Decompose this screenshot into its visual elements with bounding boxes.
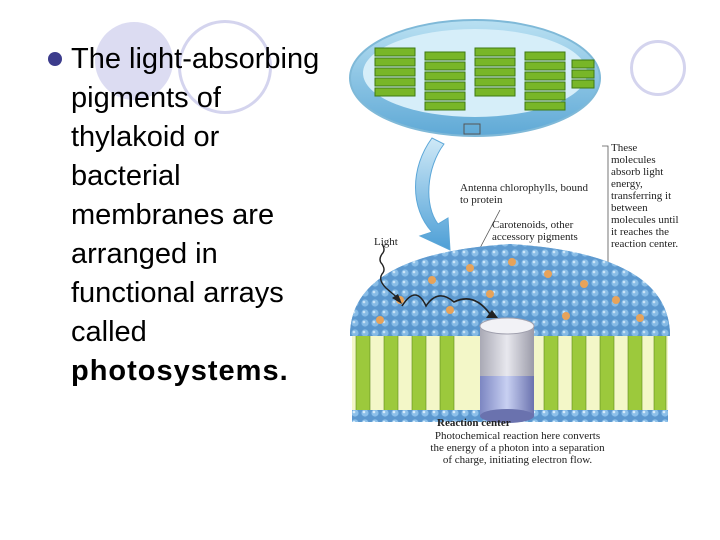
decorative-circle-outline xyxy=(178,20,272,114)
reaction-center-description: Photochemical reaction here converts the… xyxy=(430,430,605,466)
bullet-icon xyxy=(48,52,62,66)
light-photon-arrow xyxy=(379,243,401,301)
carotenoids-label: Carotenoids, other accessory pigments xyxy=(492,219,578,243)
antenna-chlorophylls-label: Antenna chlorophylls, bound to protein xyxy=(460,182,589,206)
photosystem-illustration xyxy=(349,19,670,423)
chloroplast xyxy=(349,19,601,137)
decorative-circle-outline-right xyxy=(630,40,686,96)
bullet-text: The light-absorbing pigments of thylakoi… xyxy=(71,40,321,391)
energy-transfer-arrow xyxy=(401,294,491,315)
reaction-center xyxy=(479,317,535,423)
decorative-circle-filled xyxy=(95,22,173,100)
bullet-text-emphasis: photosystems. xyxy=(71,355,289,387)
bullet-text-main: The light-absorbing pigments of thylakoi… xyxy=(71,43,320,348)
molecules-note: These molecules absorb light energy, tra… xyxy=(611,142,679,250)
zoom-arrow xyxy=(415,137,451,251)
reaction-center-title: Reaction center xyxy=(437,417,511,429)
light-label: Light xyxy=(374,236,398,248)
